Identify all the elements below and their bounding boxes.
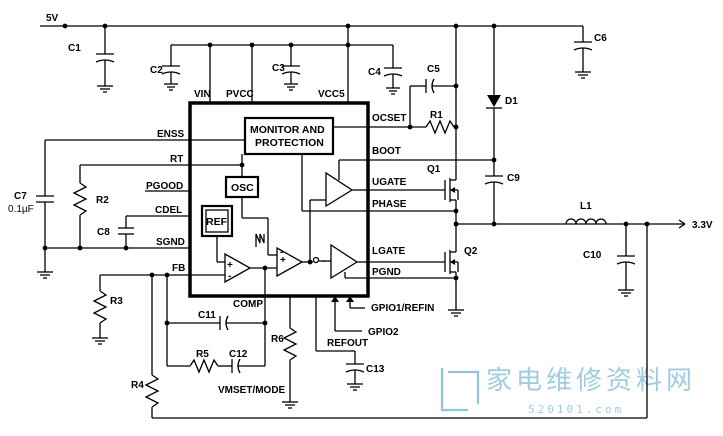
pin-comp: COMP <box>233 299 263 310</box>
pin-ocset: OCSET <box>372 113 406 124</box>
pin-enss: ENSS <box>157 129 185 140</box>
label-c11: C11 <box>198 310 216 321</box>
label-c6: C6 <box>594 33 607 44</box>
ea-plus: + <box>227 260 233 271</box>
ic-internal-wiring <box>190 126 368 296</box>
watermark: 家电维修资料网 520101.com <box>440 366 696 416</box>
ugate-driver <box>325 171 354 208</box>
label-c2: C2 <box>150 65 163 76</box>
monitor-label-2: PROTECTION <box>255 137 324 149</box>
pin-pgood: PGOOD <box>146 181 183 192</box>
ramp-icon <box>255 233 265 247</box>
controller-ic-body <box>188 101 370 298</box>
label-c7: C7 <box>14 191 27 202</box>
label-r4: R4 <box>131 380 144 391</box>
label-l1: L1 <box>580 201 592 212</box>
label-c4: C4 <box>368 67 381 78</box>
pwm-comparator <box>276 246 304 278</box>
label-r6: R6 <box>271 334 284 345</box>
label-r2: R2 <box>96 195 109 206</box>
pin-vmset: VMSET/MODE <box>218 385 286 396</box>
pin-gpio1: GPIO1/REFIN <box>371 303 434 314</box>
error-amplifier <box>224 252 252 284</box>
label-vout: 3.3V <box>692 220 713 231</box>
pin-vin: VIN <box>194 89 211 100</box>
lgate-driver <box>330 243 359 280</box>
label-5v: 5V <box>46 13 59 24</box>
left-pins-wiring <box>36 139 648 419</box>
label-c13: C13 <box>366 364 385 375</box>
pin-ugate: UGATE <box>372 177 407 188</box>
label-d1: D1 <box>505 96 518 107</box>
comp-plus: + <box>280 255 286 266</box>
label-c10: C10 <box>583 250 602 261</box>
osc-label: OSC <box>231 182 254 194</box>
label-c8: C8 <box>97 227 110 238</box>
vcc-rail <box>161 23 403 103</box>
pin-sgnd: SGND <box>156 237 185 248</box>
label-c3: C3 <box>272 63 285 74</box>
input-rail <box>40 23 593 93</box>
ref-label: REF <box>206 216 228 228</box>
label-q1: Q1 <box>427 164 441 175</box>
label-r1: R1 <box>430 110 443 121</box>
watermark-sub: 520101.com <box>528 403 624 416</box>
label-c7-value: 0.1µF <box>8 204 34 215</box>
pin-phase: PHASE <box>372 199 407 210</box>
label-r5: R5 <box>196 349 209 360</box>
bottom-pins-wiring <box>282 296 365 409</box>
monitor-label-1: MONITOR AND <box>250 124 325 136</box>
label-c12: C12 <box>229 349 248 360</box>
label-c9: C9 <box>507 173 520 184</box>
ea-minus: - <box>228 271 231 282</box>
pin-refout: REFOUT <box>327 338 368 349</box>
label-r3: R3 <box>110 296 123 307</box>
label-c5: C5 <box>427 64 440 75</box>
watermark-logo-icon <box>440 368 480 412</box>
pin-vcc5: VCC5 <box>318 89 345 100</box>
pin-pgnd: PGND <box>372 267 401 278</box>
labels: 5V C1 C2 C3 C4 C5 C6 VIN PVCC VCC5 MONIT… <box>8 13 713 396</box>
pin-pvcc: PVCC <box>226 89 254 100</box>
label-c1: C1 <box>68 43 81 54</box>
pin-lgate: LGATE <box>372 246 405 257</box>
pin-gpio2: GPIO2 <box>368 327 399 338</box>
pin-cdel: CDEL <box>155 205 182 216</box>
comp-minus: - <box>280 247 283 258</box>
label-q2: Q2 <box>464 246 478 257</box>
monitor-protection-block <box>243 116 335 156</box>
pin-fb: FB <box>172 263 185 274</box>
pin-rt: RT <box>170 154 183 165</box>
power-stage <box>368 26 686 317</box>
inductor-l1 <box>565 218 607 225</box>
watermark-text: 家电维修资料网 <box>486 366 696 396</box>
pin-boot: BOOT <box>372 146 401 157</box>
